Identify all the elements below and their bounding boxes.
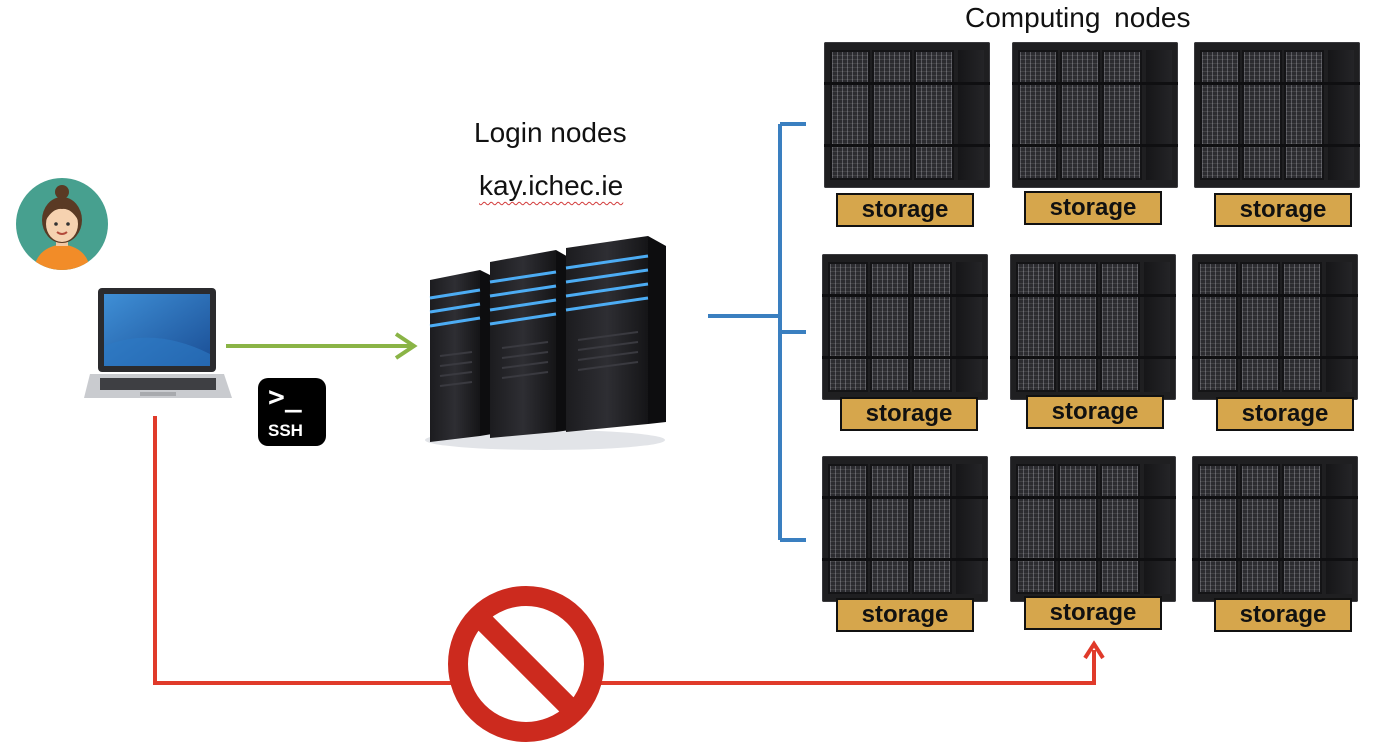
compute-rack	[1012, 42, 1178, 188]
storage-label: storage	[1026, 395, 1164, 429]
compute-rack	[1192, 456, 1358, 602]
storage-label: storage	[1216, 397, 1354, 431]
compute-rack	[822, 254, 988, 400]
storage-label: storage	[1214, 598, 1352, 632]
prohibited-icon	[446, 584, 606, 749]
storage-label: storage	[1024, 596, 1162, 630]
storage-label: storage	[836, 598, 974, 632]
laptop-icon	[84, 286, 232, 409]
ssh-label: SSH	[268, 421, 303, 440]
storage-label: storage	[1024, 191, 1162, 225]
compute-rack	[822, 456, 988, 602]
terminal-prompt-icon: >_	[268, 380, 302, 413]
compute-rack	[1010, 456, 1176, 602]
network-bracket	[708, 122, 806, 542]
server-tower-icon	[416, 236, 674, 455]
storage-label: storage	[840, 397, 978, 431]
login-host: kay.ichec.ie	[479, 170, 624, 201]
computing-nodes-title: Computing nodes	[965, 2, 1191, 33]
compute-rack	[1192, 254, 1358, 400]
storage-label: storage	[1214, 193, 1352, 227]
login-nodes-title: Login nodes	[474, 117, 627, 148]
ssh-badge: >_ SSH	[258, 378, 326, 446]
compute-rack	[1194, 42, 1360, 188]
compute-rack	[1010, 254, 1176, 400]
compute-rack	[824, 42, 990, 188]
storage-label: storage	[836, 193, 974, 227]
user-avatar-icon	[16, 178, 108, 270]
ssh-connection-arrow	[226, 332, 418, 360]
